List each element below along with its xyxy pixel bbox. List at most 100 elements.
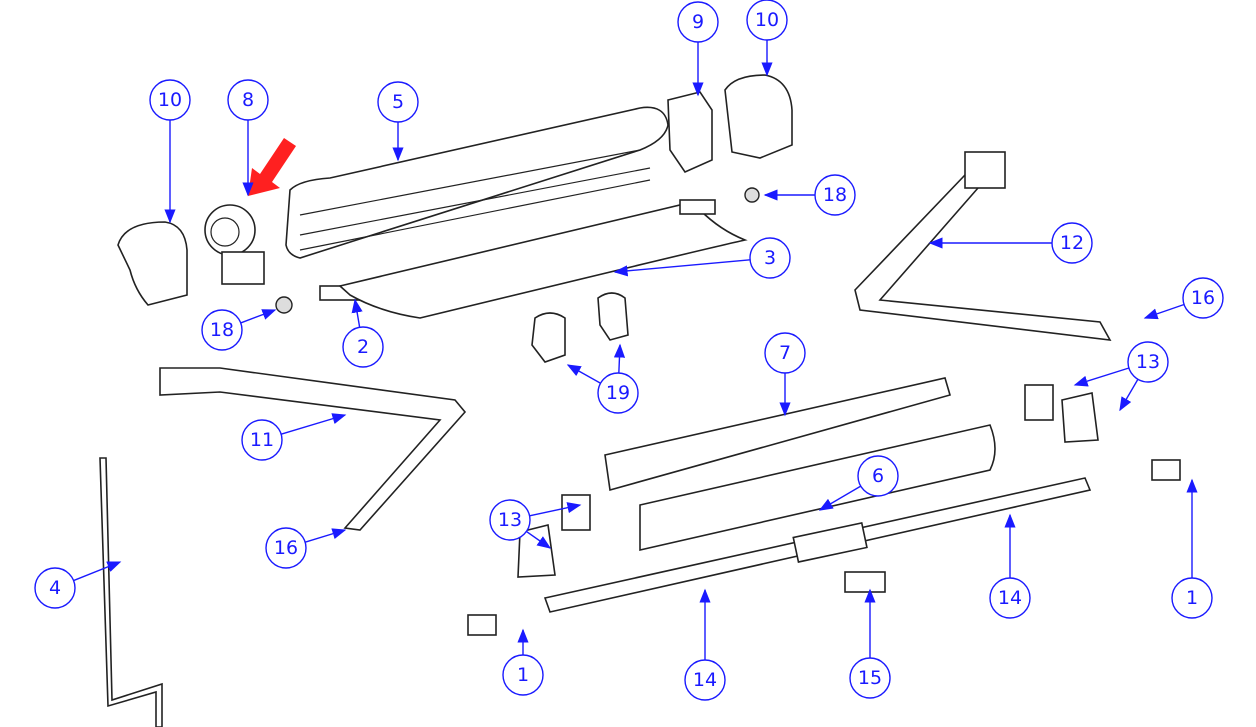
callout-label: 6 (872, 465, 884, 487)
callout-label: 14 (998, 587, 1022, 609)
callout-circle (201, 309, 243, 351)
arm-11 (159, 367, 467, 531)
leader-arrow (529, 502, 582, 517)
gearbox-9 (667, 91, 713, 174)
callout-circle (597, 372, 639, 414)
callout-4: 4 (34, 561, 122, 609)
callout-circle (265, 527, 307, 569)
callout-label: 1 (1186, 587, 1198, 609)
callout-circle (149, 79, 191, 121)
callout-label: 10 (158, 89, 182, 111)
callout-18: 18 (201, 309, 277, 351)
callout-label: 18 (210, 319, 234, 341)
bracket-1-right (1151, 459, 1181, 481)
callout-label: 2 (357, 336, 369, 358)
callout-circle (989, 577, 1031, 619)
end-cap-13-right (1061, 392, 1099, 443)
leader-arrow (566, 364, 601, 384)
callout-circle (502, 654, 544, 696)
callout-circle (746, 0, 788, 41)
leader-arrow (525, 530, 552, 549)
callout-label: 3 (764, 247, 776, 269)
callout-9: 9 (677, 1, 719, 97)
valance-6 (639, 424, 996, 552)
leader-arrow (1073, 367, 1130, 387)
leader-arrow (613, 259, 751, 277)
callout-16: 16 (265, 527, 347, 569)
callout-13: 13 (489, 499, 582, 549)
callout-label: 8 (242, 89, 254, 111)
callout-3: 3 (613, 237, 791, 279)
callout-circle (34, 567, 76, 609)
callout-1: 1 (502, 628, 544, 696)
callout-2: 2 (342, 298, 384, 368)
callout-label: 15 (858, 667, 882, 689)
leader-arrow (1119, 378, 1139, 412)
callout-label: 11 (250, 429, 274, 451)
callout-circle (764, 332, 806, 374)
callout-label: 7 (779, 342, 791, 364)
callout-12: 12 (928, 222, 1093, 264)
cassette-casing (285, 106, 669, 259)
leader-arrow (73, 561, 122, 582)
callout-16: 16 (1143, 277, 1224, 320)
callout-8: 8 (227, 79, 269, 197)
callout-label: 12 (1060, 232, 1084, 254)
callout-label: 10 (755, 9, 779, 31)
callout-5: 5 (377, 81, 419, 162)
callout-label: 4 (49, 577, 61, 599)
end-cap-right (724, 74, 793, 159)
front-profile-7 (604, 377, 951, 492)
highlight-arrow (248, 138, 296, 196)
callout-18: 18 (763, 174, 856, 216)
leader-arrow (818, 485, 862, 511)
callout-circle (749, 237, 791, 279)
leader-arrow (240, 309, 277, 324)
part-15 (844, 571, 886, 593)
callout-circle (684, 659, 726, 701)
clip-19-a (531, 312, 566, 363)
crank-handle-4 (99, 457, 163, 727)
end-cap-left (117, 221, 188, 306)
callout-7: 7 (764, 332, 806, 417)
callout-circle (377, 81, 419, 123)
leader-arrow (280, 413, 347, 435)
callout-circle (677, 1, 719, 43)
callout-circle (1127, 341, 1169, 383)
callout-label: 18 (823, 184, 847, 206)
washer-18-left (275, 296, 293, 314)
callout-label: 13 (498, 509, 522, 531)
callout-10: 10 (746, 0, 788, 77)
leader-arrow (351, 298, 363, 328)
callout-13: 13 (1073, 341, 1169, 412)
callout-label: 5 (392, 91, 404, 113)
leader-arrow (304, 528, 347, 543)
callout-label: 13 (1136, 351, 1160, 373)
callout-label: 9 (692, 11, 704, 33)
callout-circle (342, 326, 384, 368)
callout-19: 19 (566, 343, 639, 414)
callout-label: 16 (1191, 287, 1215, 309)
callout-1: 1 (1171, 478, 1213, 619)
callout-circle (849, 657, 891, 699)
callout-circle (1051, 222, 1093, 264)
callout-circle (814, 174, 856, 216)
callout-circle (489, 499, 531, 541)
callout-label: 16 (274, 537, 298, 559)
end-cap-13-small (561, 494, 591, 531)
callouts: 10 8 5 9 10 18 12 3 18 2 16 19 7 13 11 6 13 16 4 14 1 14 1 15 (34, 0, 1224, 701)
callout-circle (1182, 277, 1224, 319)
callout-14: 14 (989, 513, 1031, 619)
callout-circle (227, 79, 269, 121)
callout-14: 14 (684, 588, 726, 701)
callout-6: 6 (818, 455, 899, 511)
callout-circle (241, 419, 283, 461)
callout-circle (857, 455, 899, 497)
washer-18-right (744, 187, 760, 203)
clip-19-b (597, 292, 629, 341)
callout-circle (1171, 577, 1213, 619)
callout-label: 14 (693, 669, 717, 691)
gearbox-8 (204, 204, 265, 285)
awning-fabric (338, 204, 748, 319)
